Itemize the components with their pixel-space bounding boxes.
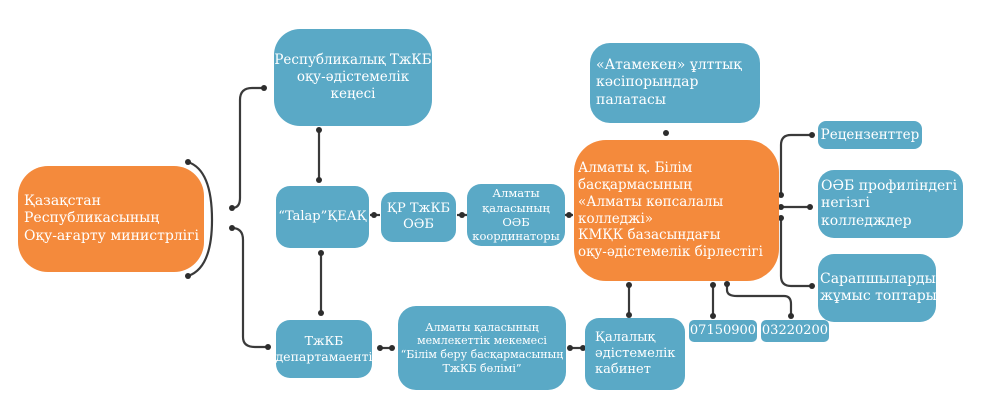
connector-dot xyxy=(626,282,632,288)
connector-dot xyxy=(710,282,716,288)
node-almaty-coordinators-line: қаласының ОӘБ xyxy=(482,200,550,229)
connector-dot xyxy=(185,159,191,165)
node-almaty-state-institution-line: ТжКБ бөлімі” xyxy=(442,361,522,375)
connector-dot xyxy=(809,132,815,138)
connector-dot xyxy=(316,127,322,133)
node-tzhkb-department-line: ТжКБ xyxy=(304,333,344,349)
node-republic-council-line: Республикалық ТжКБ xyxy=(274,52,432,69)
node-atameken: «Атамекен» ұлттық кәсіпорындар палатасы xyxy=(590,43,760,123)
node-kr-oeb: ҚР ТжКБ ОӘБ xyxy=(381,192,456,242)
node-almaty-state-institution-line: “Білім беру басқармасының xyxy=(400,348,564,361)
connector-dot xyxy=(229,205,235,211)
node-kr-oeb-line: ҚР ТжКБ xyxy=(386,200,451,216)
node-talap: “Talap”ҚЕАҚ xyxy=(276,186,369,248)
connector-dot xyxy=(318,310,324,316)
node-ministry: Қазақстан Республикасының Оқу-ағарту мин… xyxy=(18,166,204,272)
node-atameken-line: кәсіпорындар палатасы xyxy=(596,74,699,108)
node-republic-council: Республикалық ТжКБ оқу-әдістемелік кеңес… xyxy=(274,29,432,126)
connector-dot xyxy=(371,212,377,218)
node-atameken-line: «Атамекен» ұлттық xyxy=(596,56,742,73)
node-talap-line: “Talap”ҚЕАҚ xyxy=(278,208,367,224)
node-almaty-state-institution: Алматы қаласының мемлекеттік мекемесі “Б… xyxy=(398,306,566,390)
node-methodical-union: Алматы қ. Білім басқармасының «Алматы кө… xyxy=(574,140,779,281)
connector-dot xyxy=(567,345,573,351)
node-almaty-state-institution-line: Алматы қаласының xyxy=(425,320,539,334)
connector-dot xyxy=(724,281,730,287)
node-code-07150900-label: 07150900 xyxy=(689,322,757,338)
node-city-cabinet-line: әдістемелік xyxy=(595,345,676,361)
connector-dot xyxy=(185,273,191,279)
connector-dot xyxy=(316,177,322,183)
node-code-03220200-label: 03220200 xyxy=(761,322,829,338)
node-reviewers: Рецензенттер xyxy=(818,121,922,149)
node-city-cabinet: Қалалық әдістемелік кабинет xyxy=(585,318,685,390)
node-ministry-line: Қазақстан Республикасының xyxy=(24,192,160,227)
node-core-colleges-line: ОӘБ профиліндегі xyxy=(821,177,958,194)
node-code-03220200: 03220200 xyxy=(761,320,829,342)
connector-union-reviewers xyxy=(779,133,812,195)
connector-dot xyxy=(788,313,794,319)
connector-dot xyxy=(807,204,813,210)
connector-dot xyxy=(809,283,815,289)
node-almaty-coordinators-line: координаторы xyxy=(472,229,560,244)
node-tzhkb-department: ТжКБ департамаенті xyxy=(275,320,373,378)
node-expert-groups-line: жұмыс топтары xyxy=(820,288,937,304)
node-expert-groups-line: Сарапшылардың xyxy=(820,270,945,287)
connector-ministry-council xyxy=(231,86,264,210)
node-almaty-state-institution-line: мемлекеттік мекемесі xyxy=(417,334,547,348)
node-reviewers-label: Рецензенттер xyxy=(820,126,920,143)
connector-dot xyxy=(377,345,383,351)
node-city-cabinet-line: кабинет xyxy=(595,362,651,378)
connector-dot xyxy=(318,250,324,256)
node-methodical-union-line: оқу-әдістемелік бірлестігі xyxy=(578,244,763,261)
node-almaty-coordinators: Алматы қаласының ОӘБ координаторы xyxy=(467,184,565,246)
connector-dot xyxy=(710,313,716,319)
node-code-07150900: 07150900 xyxy=(689,320,757,342)
node-core-colleges-line: негізгі колледждер xyxy=(821,195,912,229)
connector-dot xyxy=(663,130,669,136)
node-methodical-union-line: Алматы қ. Білім басқармасының xyxy=(578,159,693,193)
node-methodical-union-line: КМҚК базасындағы xyxy=(578,227,721,244)
node-ministry-line: Оқу-ағарту министрлігі xyxy=(24,227,199,244)
node-almaty-coordinators-line: Алматы xyxy=(492,186,540,201)
node-city-cabinet-line: Қалалық xyxy=(595,329,656,345)
node-republic-council-line: оқу-әдістемелік кеңесі xyxy=(296,69,410,102)
node-expert-groups: Сарапшылардың жұмыс топтары xyxy=(818,254,945,322)
node-core-colleges: ОӘБ профиліндегі негізгі колледждер xyxy=(818,170,963,238)
connector-union-experts xyxy=(779,218,812,288)
connector-dot xyxy=(261,85,267,91)
node-kr-oeb-line: ОӘБ xyxy=(403,217,434,232)
connector-ministry-department xyxy=(231,226,268,349)
connector-union-code2 xyxy=(725,284,793,316)
node-methodical-union-line: «Алматы көпсалалы колледжі» xyxy=(578,193,724,227)
connector-dot xyxy=(389,345,395,351)
node-tzhkb-department-line: департамаенті xyxy=(275,349,373,364)
connector-dot xyxy=(265,344,271,350)
connector-dot xyxy=(566,212,572,218)
connector-dot xyxy=(229,225,235,231)
connector-dot xyxy=(459,212,465,218)
